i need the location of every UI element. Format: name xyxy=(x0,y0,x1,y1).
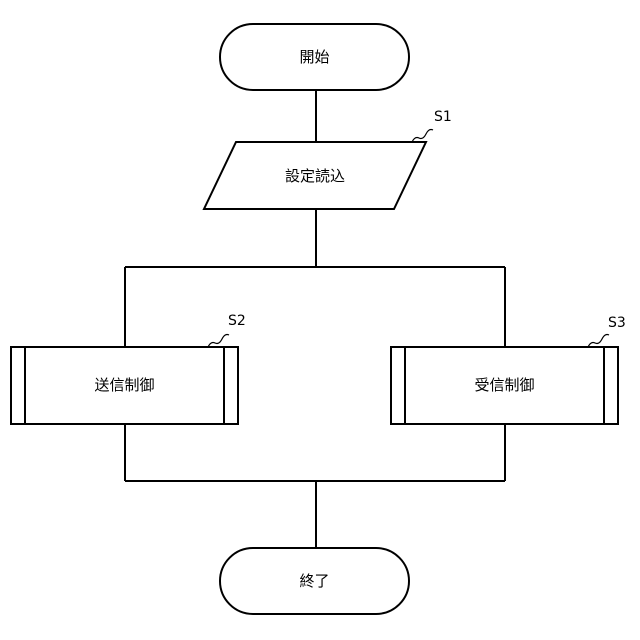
end-node: 終了 xyxy=(220,548,409,614)
s1-step-label: S1 xyxy=(434,109,452,125)
send-control-node: 送信制御 S2 xyxy=(11,313,246,424)
s3-leader-line xyxy=(588,335,609,348)
end-label: 終了 xyxy=(299,572,329,590)
receive-control-node: 受信制御 S3 xyxy=(391,315,626,424)
s2-leader-line xyxy=(208,335,229,348)
read-settings-node: 設定読込 S1 xyxy=(204,109,452,209)
start-node: 開始 xyxy=(220,24,409,90)
s1-leader-line xyxy=(412,130,433,143)
receive-control-label: 受信制御 xyxy=(474,376,534,394)
s3-step-label: S3 xyxy=(608,315,626,331)
start-label: 開始 xyxy=(299,48,329,66)
read-settings-label: 設定読込 xyxy=(285,167,345,185)
s2-step-label: S2 xyxy=(228,313,246,329)
send-control-label: 送信制御 xyxy=(94,376,154,394)
